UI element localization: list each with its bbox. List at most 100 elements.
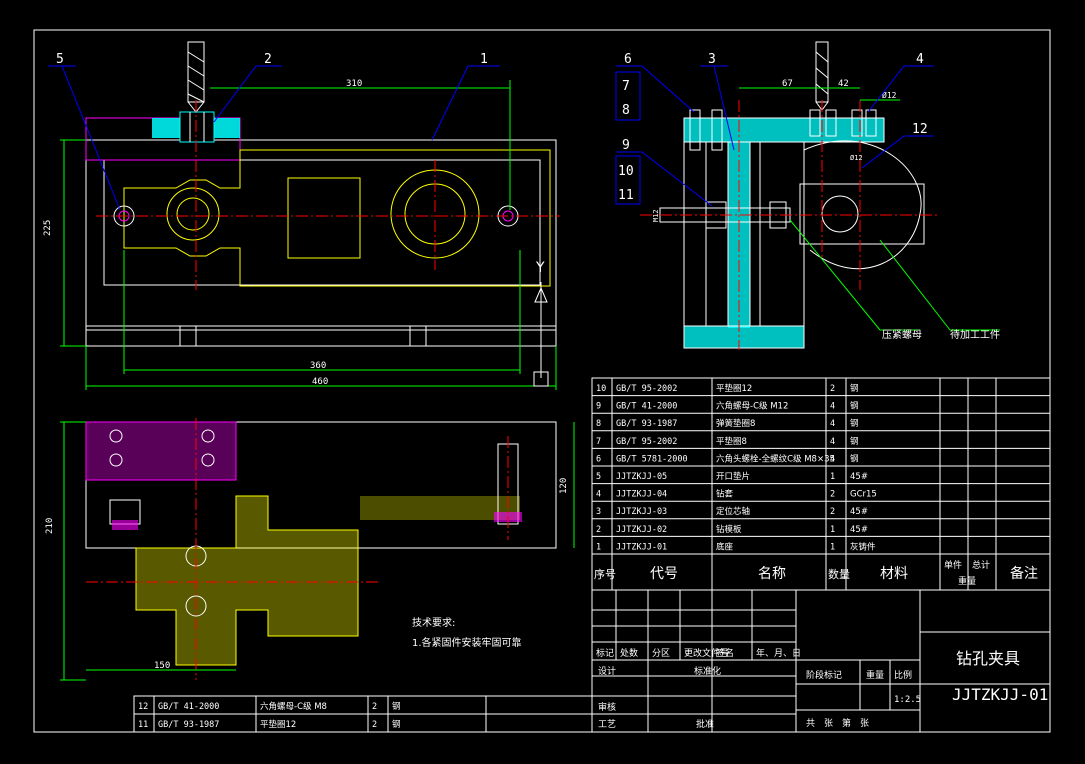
tb-review: 审核 bbox=[598, 701, 616, 713]
dim-side-b: 42 bbox=[838, 79, 849, 89]
dim-front-width-total: 460 bbox=[312, 377, 328, 387]
parts-cell-name: 钻套 bbox=[716, 489, 734, 500]
rev-label: 处数 bbox=[620, 647, 638, 659]
parts-cell-material: 钢 bbox=[850, 453, 859, 464]
parts-cell-qty: 4 bbox=[830, 454, 835, 464]
parts-cell-code: GB/T 95-2002 bbox=[616, 437, 677, 447]
dim-front-width-inner: 360 bbox=[310, 361, 326, 371]
lower-parts-list bbox=[133, 695, 593, 733]
tb-stage-mark: 阶段标记 bbox=[806, 669, 842, 681]
parts-cell-no: 3 bbox=[596, 507, 601, 517]
parts-cell-no: 2 bbox=[596, 525, 601, 535]
rev-label: 标记 bbox=[596, 647, 614, 659]
lower-cell-name: 平垫圈12 bbox=[260, 719, 296, 730]
balloon-10: 10 bbox=[618, 164, 634, 179]
lower-cell-no: 11 bbox=[138, 720, 148, 730]
dim-front-width-top: 310 bbox=[346, 79, 362, 89]
tech-notes-heading: 技术要求: bbox=[412, 616, 455, 629]
plan-view: 210 120 150 技术要求: 1.各紧固件安装牢固可靠 bbox=[45, 418, 575, 681]
parts-cell-material: 钢 bbox=[850, 401, 859, 412]
tb-drawing-name: 钻孔夹具 bbox=[956, 649, 1020, 668]
tb-approve: 批准 bbox=[696, 718, 714, 730]
tb-scale: 比例 bbox=[894, 669, 912, 681]
tb-drawing-code: JJTZKJJ-01 bbox=[952, 685, 1048, 704]
fixture-outline bbox=[123, 149, 551, 287]
parts-cell-material: 45# bbox=[850, 525, 868, 535]
parts-cell-no: 8 bbox=[596, 419, 601, 429]
tb-sheets: 共 张 第 张 bbox=[806, 717, 869, 729]
lower-cell-name: 六角螺母-C级 M8 bbox=[260, 701, 327, 712]
balloon-4: 4 bbox=[916, 52, 924, 67]
side-top-plate bbox=[684, 118, 884, 142]
parts-cell-material: 钢 bbox=[850, 383, 859, 394]
parts-cell-qty: 2 bbox=[830, 507, 835, 517]
balloon-3: 3 bbox=[708, 52, 716, 67]
plan-outline bbox=[85, 421, 557, 549]
dim-side-c: Ø12 bbox=[882, 90, 897, 100]
balloon-1: 1 bbox=[480, 52, 488, 67]
balloon-8: 8 bbox=[622, 103, 630, 118]
balloon-12: 12 bbox=[912, 122, 928, 137]
title-block bbox=[591, 589, 1051, 733]
side-workpiece bbox=[803, 140, 922, 270]
front-body-outline bbox=[85, 139, 557, 331]
parts-header-note: 备注 bbox=[1010, 565, 1038, 582]
parts-cell-material: 45# bbox=[850, 507, 868, 517]
rev-label: 分区 bbox=[652, 648, 670, 659]
rev-label: 签名 bbox=[716, 647, 734, 659]
side-base bbox=[684, 326, 804, 348]
parts-cell-name: 弹簧垫圈8 bbox=[716, 418, 755, 429]
parts-header-name: 名称 bbox=[758, 566, 786, 582]
rev-label: 更改文件号 bbox=[684, 647, 729, 659]
side-view: 67 42 Ø12 M12 Ø12 6 3 4 7 8 9 10 11 12 压… bbox=[615, 41, 1000, 350]
callout-workpiece: 待加工工件 bbox=[950, 328, 1000, 341]
lower-cell-no: 12 bbox=[138, 702, 148, 712]
parts-cell-no: 1 bbox=[596, 542, 601, 552]
lower-cell-code: GB/T 41-2000 bbox=[158, 702, 219, 712]
dim-plan-right-height: 120 bbox=[559, 478, 569, 494]
parts-header-unit: 单件 bbox=[944, 559, 962, 571]
section-label: Y bbox=[535, 260, 545, 276]
parts-header-qty: 数量 bbox=[828, 568, 850, 581]
parts-cell-name: 定位芯轴 bbox=[716, 506, 750, 517]
parts-cell-no: 5 bbox=[596, 472, 601, 482]
parts-cell-no: 4 bbox=[596, 490, 601, 500]
parts-cell-name: 六角螺母-C级 M12 bbox=[716, 401, 788, 412]
parts-cell-qty: 4 bbox=[830, 402, 835, 412]
parts-cell-code: JJTZKJJ-01 bbox=[616, 542, 667, 552]
parts-cell-code: JJTZKJJ-05 bbox=[616, 472, 667, 482]
tb-standardize: 标准化 bbox=[694, 665, 721, 677]
front-base-plate bbox=[85, 325, 557, 347]
rev-label: 年、月、日 bbox=[756, 647, 801, 659]
parts-header-total: 总计 bbox=[972, 559, 990, 571]
tb-scale-value: 1:2.5 bbox=[894, 695, 921, 705]
parts-cell-code: GB/T 41-2000 bbox=[616, 402, 677, 412]
dim-front-height: 225 bbox=[43, 220, 53, 236]
parts-cell-qty: 1 bbox=[830, 525, 835, 535]
lower-cell-material: 钢 bbox=[392, 719, 401, 730]
parts-header-weight: 重量 bbox=[958, 575, 976, 587]
parts-cell-name: 平垫圈8 bbox=[716, 436, 747, 447]
parts-cell-code: JJTZKJJ-02 bbox=[616, 525, 667, 535]
parts-cell-qty: 1 bbox=[830, 472, 835, 482]
front-balloons bbox=[48, 65, 500, 211]
tech-notes-line1: 1.各紧固件安装牢固可靠 bbox=[412, 636, 522, 649]
tb-process: 工艺 bbox=[598, 719, 616, 730]
balloon-6: 6 bbox=[624, 52, 632, 67]
parts-cell-qty: 2 bbox=[830, 490, 835, 500]
callout-clamp-screw: 压紧螺母 bbox=[882, 329, 922, 341]
parts-cell-material: 钢 bbox=[850, 436, 859, 447]
parts-cell-name: 底座 bbox=[716, 541, 734, 552]
dim-side-small-2: Ø12 bbox=[850, 154, 863, 162]
parts-cell-no: 10 bbox=[596, 384, 606, 394]
parts-cell-name: 开口垫片 bbox=[716, 471, 750, 482]
parts-cell-code: GB/T 93-1987 bbox=[616, 419, 677, 429]
parts-cell-name: 平垫圈12 bbox=[716, 383, 752, 394]
side-balloons bbox=[615, 65, 934, 207]
lower-cell-material: 钢 bbox=[392, 701, 401, 712]
dim-side-small-1: M12 bbox=[652, 209, 660, 222]
balloon-9: 9 bbox=[622, 138, 630, 153]
balloon-2: 2 bbox=[264, 52, 272, 67]
parts-cell-name: 钻模板 bbox=[716, 524, 742, 535]
